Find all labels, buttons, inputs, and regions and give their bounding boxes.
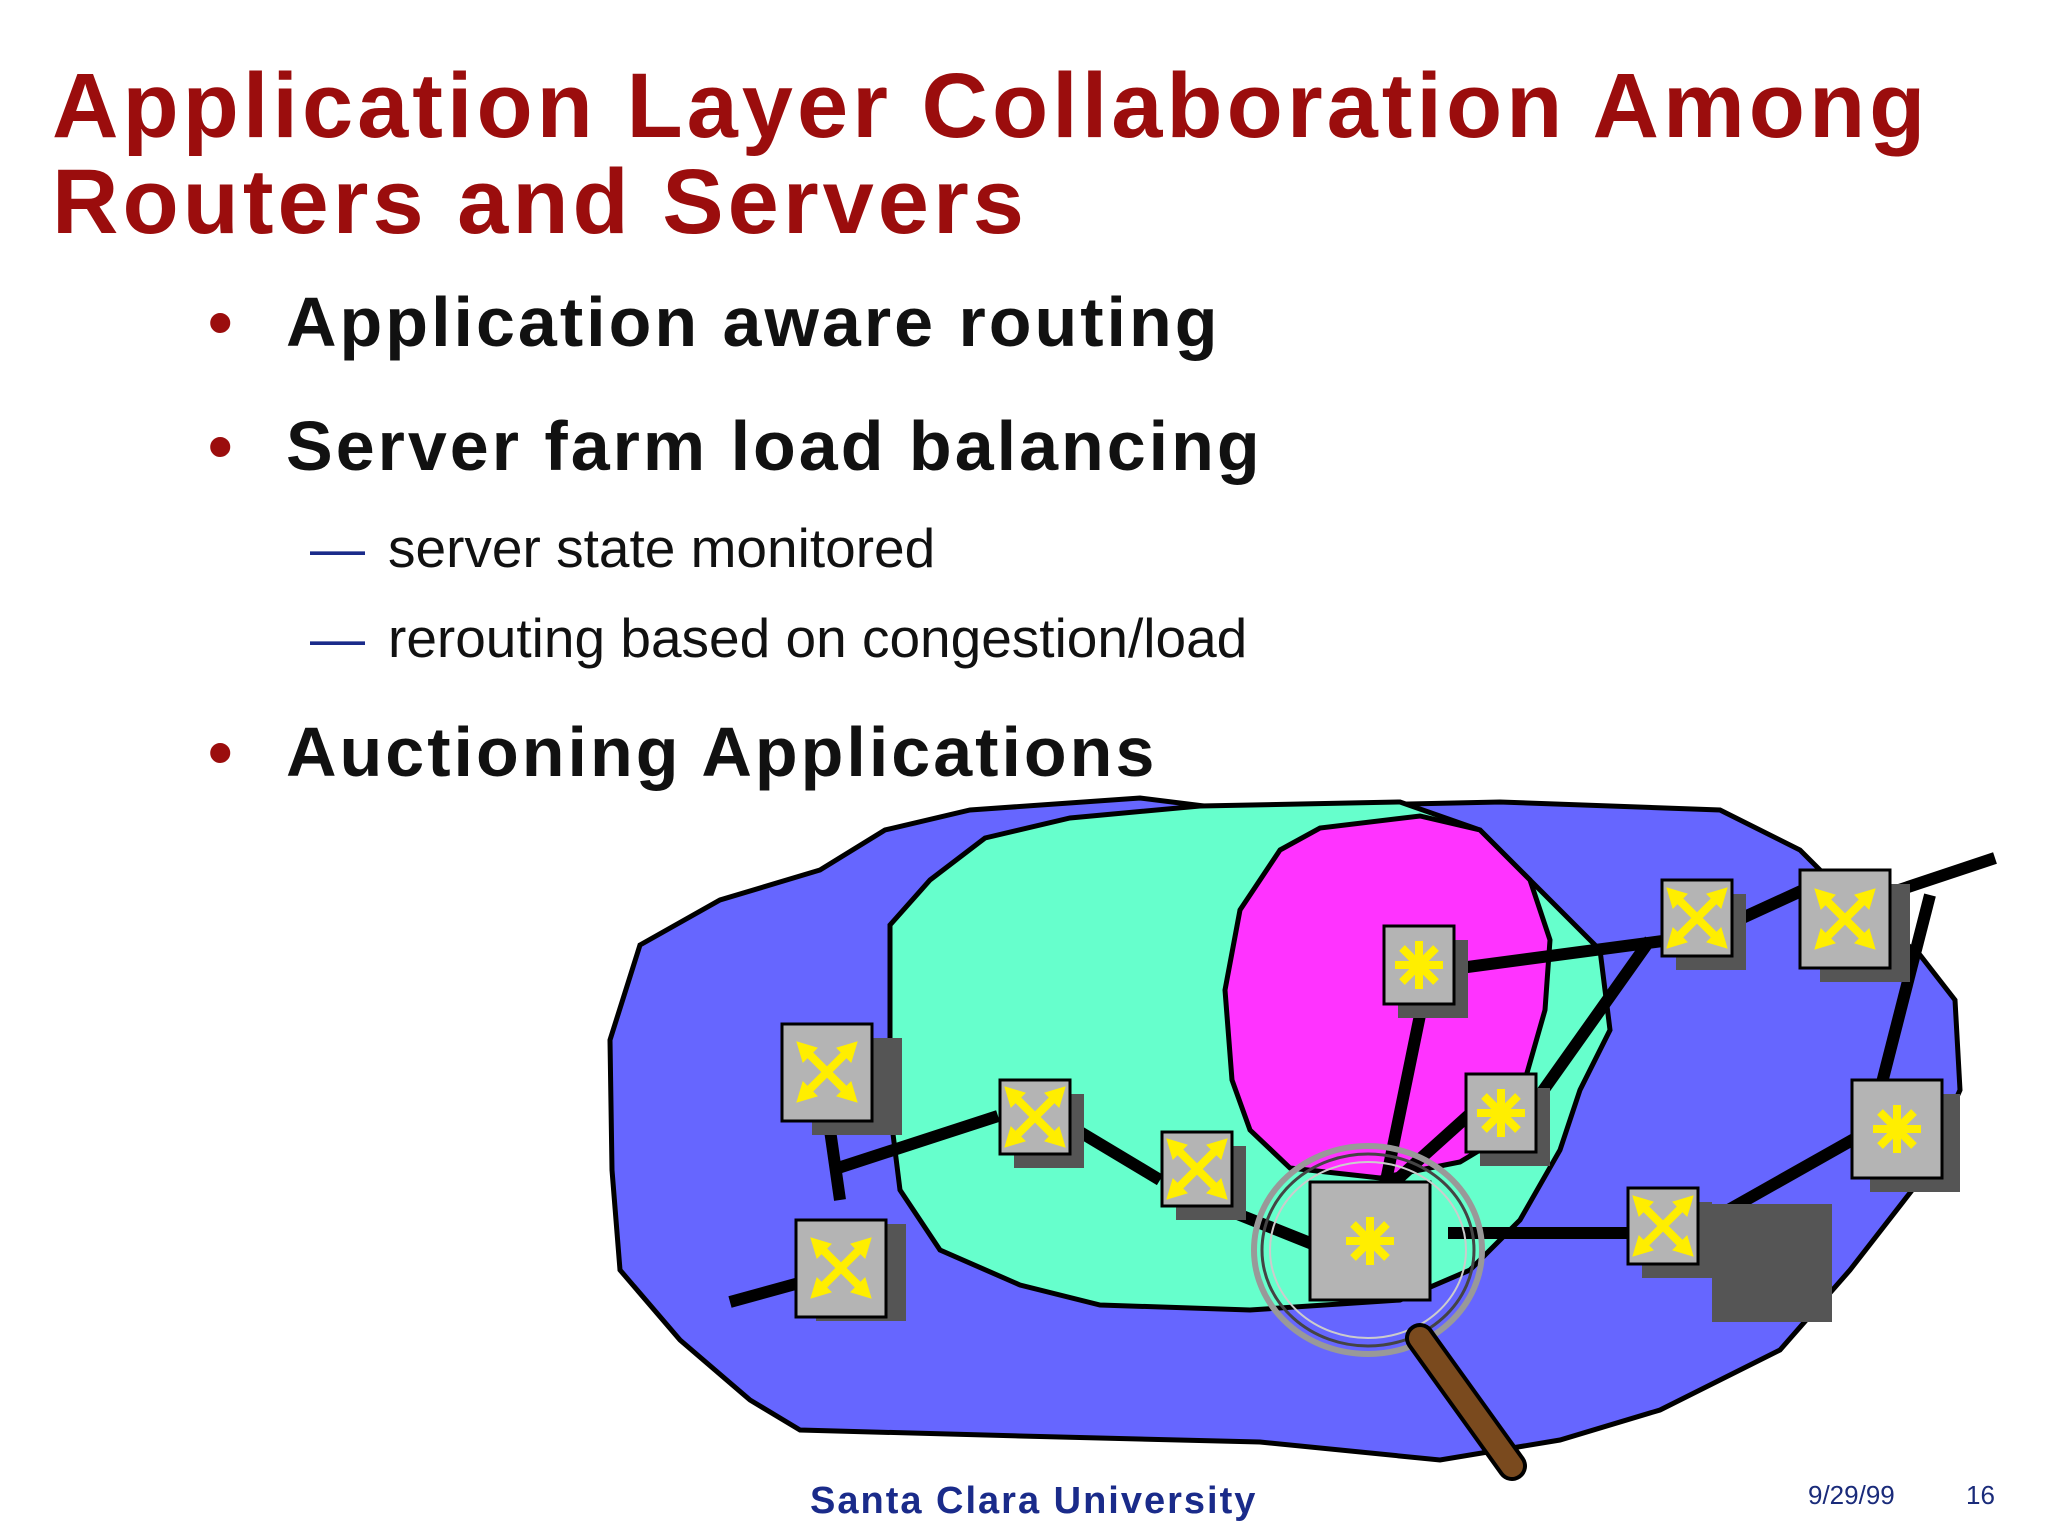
- network-link: [1374, 1013, 1426, 1212]
- footer-date: 9/29/99: [1808, 1480, 1895, 1510]
- router-icon: [998, 1078, 1084, 1168]
- server-icon: [1308, 1180, 1832, 1322]
- network-link: [1444, 934, 1671, 976]
- bullet-text: Auctioning Applications: [286, 713, 1158, 791]
- network-link: [824, 1129, 846, 1201]
- network-link: [1535, 936, 1655, 1099]
- footer-page-number: 16: [1966, 1480, 1995, 1510]
- subbullet-item: — rerouting based on congestion/load: [310, 606, 1247, 670]
- server-icon: [1382, 924, 1468, 1018]
- router-icon: [1160, 1130, 1246, 1220]
- subbullet-text: server state monitored: [388, 517, 936, 579]
- title-line-2: Routers and Servers: [52, 151, 1028, 253]
- router-icon: [1798, 868, 1910, 982]
- subbullet-dash: —: [310, 517, 365, 579]
- bullet-item: • Server farm load balancing: [208, 406, 1263, 486]
- bullet-dot: •: [208, 407, 236, 485]
- subbullet-text: rerouting based on congestion/load: [388, 607, 1248, 669]
- network-link: [836, 1110, 1000, 1174]
- bullet-dot: •: [208, 283, 236, 361]
- subbullet-dash: —: [310, 607, 365, 669]
- router-icon: [794, 1218, 906, 1321]
- magnifier-icon: [1251, 1143, 1527, 1481]
- subbullet-item: — server state monitored: [310, 516, 935, 580]
- title-line-1: Application Layer Collaboration Among: [52, 55, 1930, 157]
- footer-institution: Santa Clara University: [810, 1480, 1258, 1522]
- bullet-item: • Application aware routing: [208, 282, 1221, 362]
- bullet-dot: •: [208, 713, 236, 791]
- slide-title: Application Layer Collaboration Among Ro…: [52, 58, 2012, 250]
- network-link: [1869, 893, 1936, 1112]
- network-link: [1375, 1100, 1485, 1200]
- server-icon: [1464, 1072, 1550, 1166]
- bullet-text: Application aware routing: [286, 283, 1221, 361]
- server-icon: [1850, 1078, 1960, 1192]
- router-icon: [780, 1022, 902, 1135]
- bullet-item: • Auctioning Applications: [208, 712, 1157, 792]
- network-diagram: [607, 795, 1997, 1481]
- router-icon: [1660, 878, 1746, 970]
- bullet-text: Server farm load balancing: [286, 407, 1263, 485]
- router-icon: [1626, 1186, 1712, 1278]
